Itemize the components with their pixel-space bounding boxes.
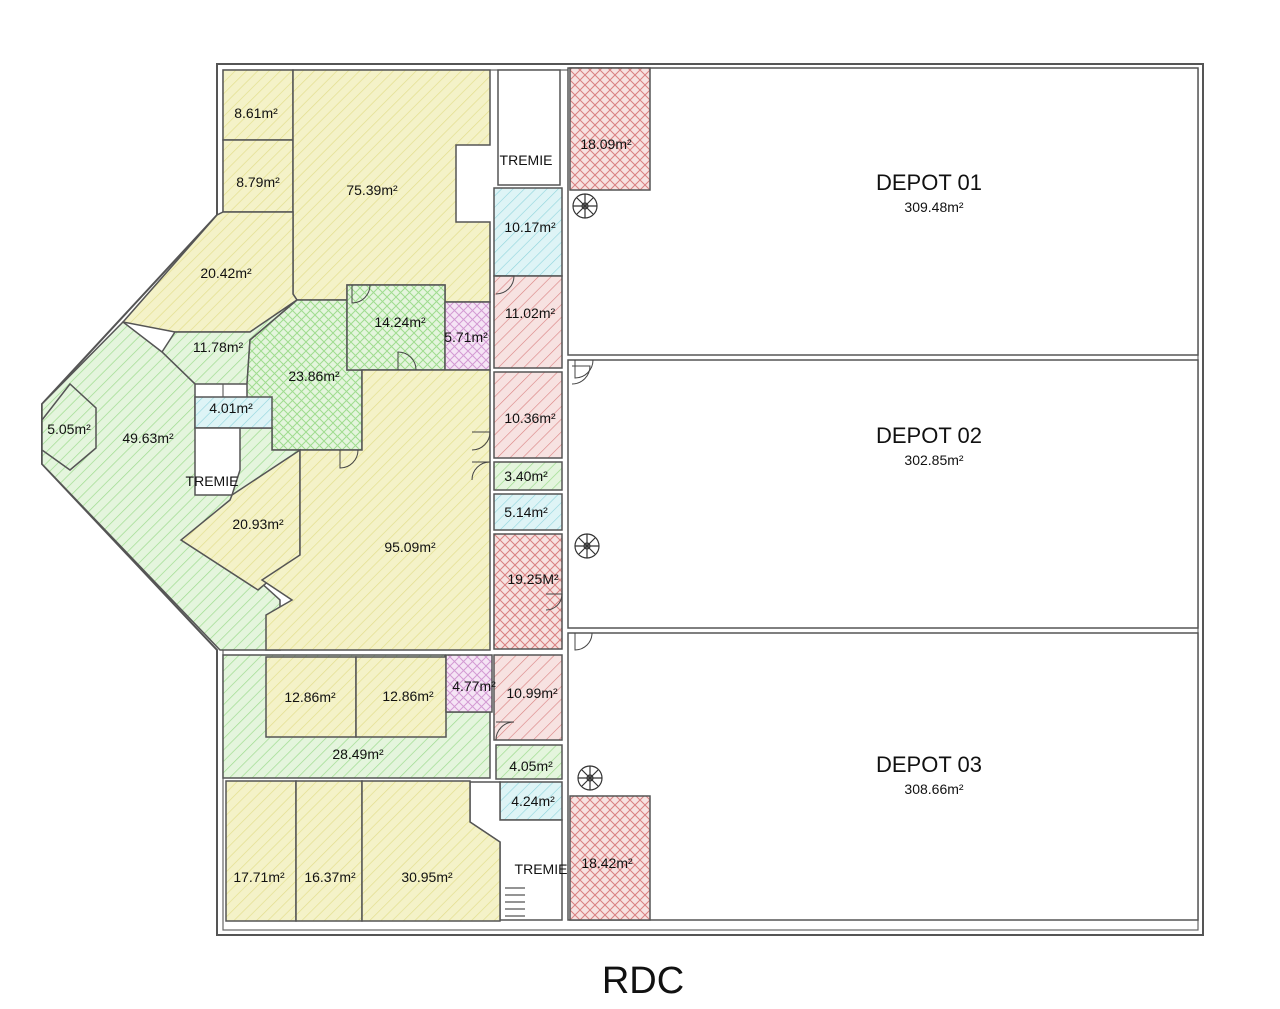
tremie-label: TREMIE (186, 473, 239, 489)
room-label: 17.71m² (233, 869, 285, 885)
room-label: 4.05m² (509, 758, 553, 774)
room-label: 11.78m² (193, 339, 244, 355)
depot-03-room (567, 632, 1199, 921)
room-label: 18.42m² (581, 855, 633, 871)
room-label: 8.79m² (236, 174, 280, 190)
room-18-42 (569, 795, 651, 921)
room-label: 4.77m² (452, 678, 496, 694)
room-11-02 (493, 275, 563, 369)
room-5-14 (493, 493, 563, 531)
room-label: 11.02m² (505, 305, 556, 321)
depot-02-name: DEPOT 02 (876, 423, 982, 448)
stair-steps (505, 887, 525, 917)
room-label: 49.63m² (122, 430, 174, 446)
room-label: 20.93m² (232, 516, 284, 532)
room-4-05 (495, 744, 563, 780)
room-17-71 (225, 780, 297, 922)
room-label: 3.40m² (504, 468, 548, 484)
room-8-79 (222, 139, 294, 213)
depot-03-area: 308.66m² (904, 781, 963, 797)
spiral-stair-icon (572, 193, 598, 219)
room-label: 10.99m² (506, 685, 558, 701)
room-label: 8.61m² (234, 105, 278, 121)
room-16-37 (295, 780, 363, 922)
room-12-86-b (355, 656, 447, 738)
room-18-09 (569, 67, 651, 191)
tremie-north (497, 69, 561, 186)
room-label: 14.24m² (374, 314, 426, 330)
spiral-stair-icon (574, 533, 600, 559)
room-10-17 (493, 187, 563, 277)
room-label: 30.95m² (401, 869, 453, 885)
room-label: 23.86m² (288, 368, 340, 384)
tremie-label: TREMIE (515, 861, 568, 877)
room-4-77 (445, 654, 493, 713)
door-swings (339, 275, 594, 741)
depot-02-area: 302.85m² (904, 452, 963, 468)
room-label: 4.24m² (511, 793, 555, 809)
room-5-71 (444, 301, 491, 371)
room-label: 10.36m² (504, 410, 556, 426)
room-label: 5.05m² (47, 421, 91, 437)
room-30-95 (361, 780, 501, 922)
room-95-09 (260, 369, 491, 651)
tremie-label: TREMIE (500, 152, 553, 168)
room-label: 12.86m² (284, 689, 336, 705)
room-3-40 (493, 461, 563, 491)
room-5-05 (41, 382, 97, 471)
room-label: 10.17m² (504, 219, 556, 235)
room-label: 12.86m² (382, 688, 434, 704)
room-4-01 (194, 396, 273, 429)
depot-01-room (567, 67, 1199, 356)
plan-title: RDC (602, 960, 684, 1002)
spiral-stair-icon (577, 765, 603, 791)
room-label: 5.14m² (504, 504, 548, 520)
depot-01-name: DEPOT 01 (876, 170, 982, 195)
room-label: 95.09m² (384, 539, 436, 555)
room-label: 16.37m² (304, 869, 356, 885)
tremie-west (194, 427, 241, 496)
room-label: 28.49m² (332, 746, 384, 762)
depot-02-room (567, 359, 1199, 629)
room-10-99 (493, 654, 563, 741)
building-outline (41, 63, 1204, 936)
room-label: 18.09m² (580, 136, 632, 152)
depot-01-area: 309.48m² (904, 199, 963, 215)
room-10-36 (493, 371, 563, 459)
room-label: 5.71m² (444, 329, 488, 345)
room-label: 19.25M² (507, 571, 559, 587)
room-label: 4.01m² (209, 400, 253, 416)
room-12-86-a (265, 656, 357, 738)
depot-03-name: DEPOT 03 (876, 752, 982, 777)
room-19-25 (493, 533, 563, 650)
room-label: 20.42m² (200, 265, 252, 281)
room-label: 75.39m² (346, 182, 398, 198)
